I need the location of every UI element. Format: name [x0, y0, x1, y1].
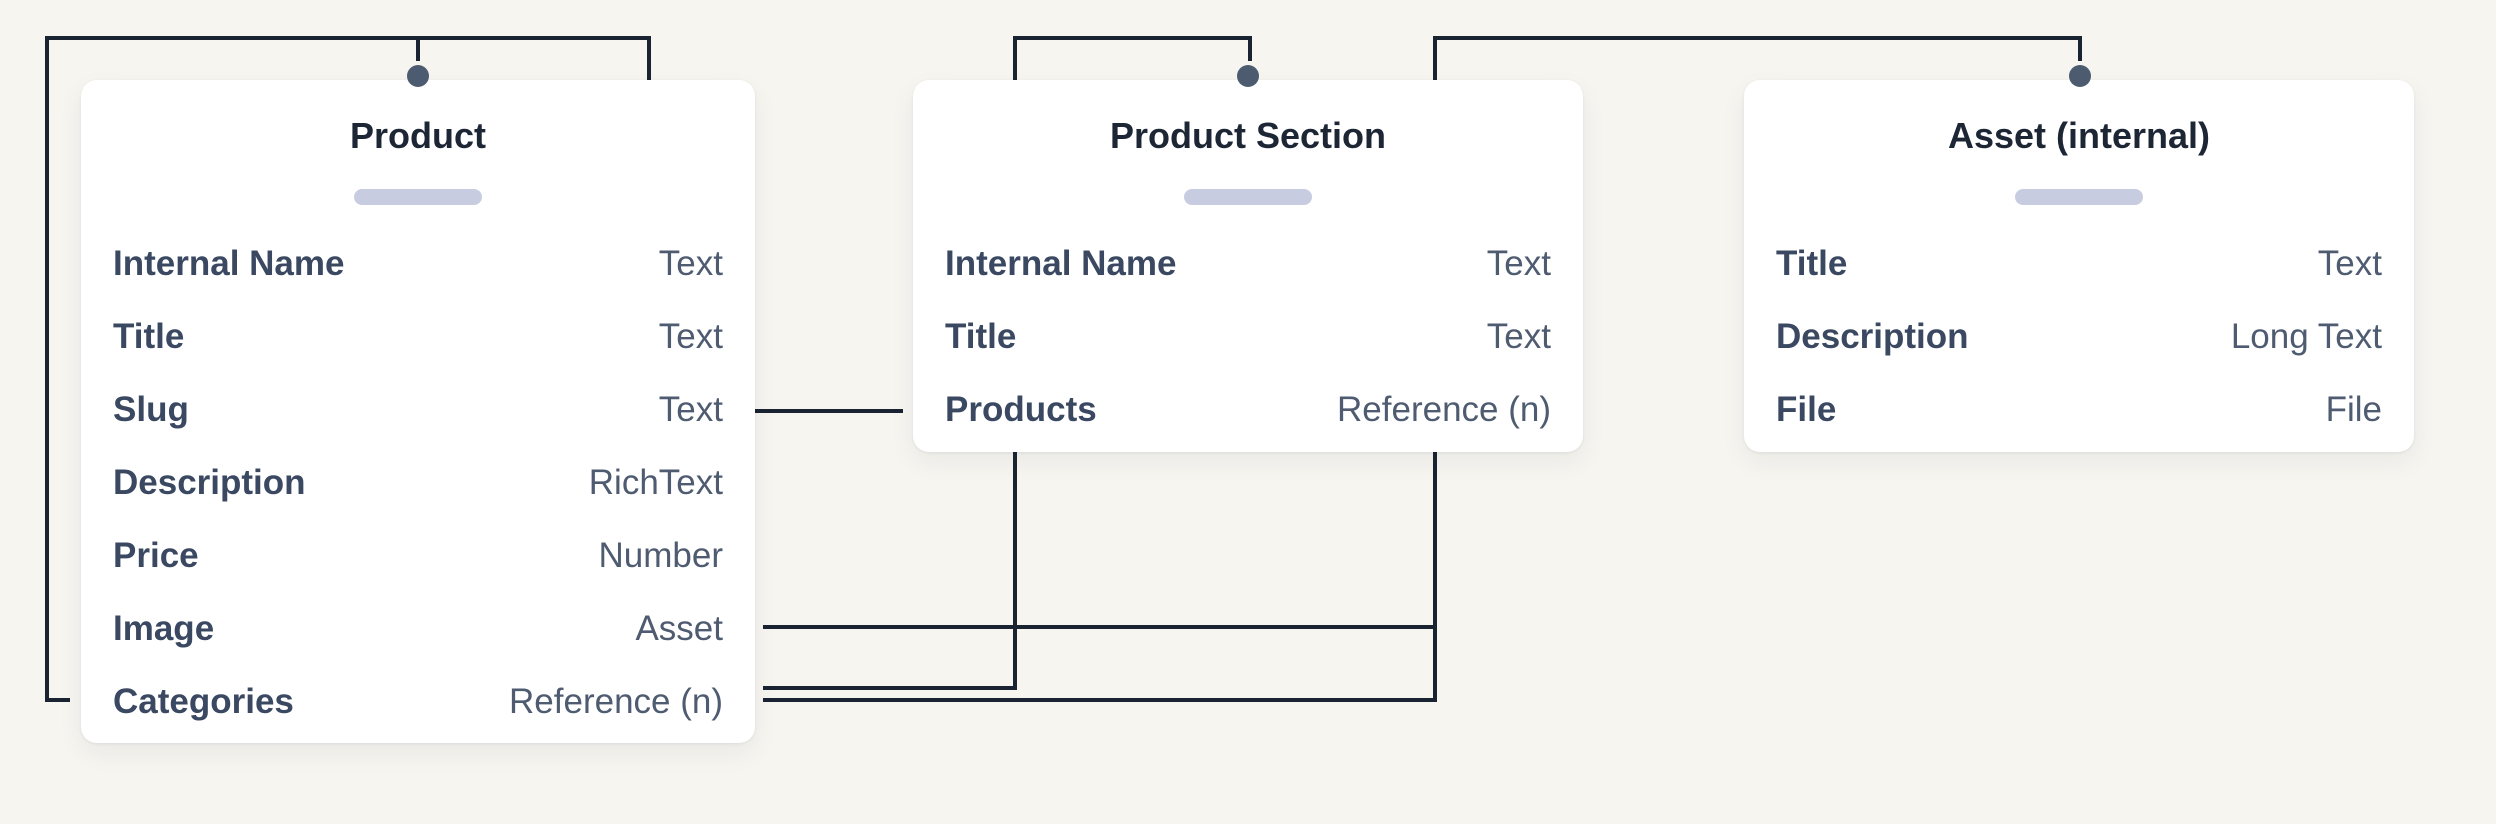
connector-top-corridor-branch-to-product: [416, 36, 651, 40]
field-row-product-5[interactable]: Image Asset: [113, 592, 723, 665]
field-label: File: [1776, 389, 1837, 429]
field-label: Description: [113, 462, 306, 502]
connector-categories-self-loop-to-top-port: [45, 698, 70, 702]
field-row-product-section-1[interactable]: Title Text: [945, 300, 1551, 373]
field-type: Text: [2317, 243, 2382, 283]
field-row-asset-1[interactable]: Description Long Text: [1776, 300, 2382, 373]
card-title: Asset (internal): [1947, 115, 2211, 156]
card-divider-pill: [1184, 189, 1312, 205]
field-type: Text: [1486, 316, 1551, 356]
field-label: Internal Name: [113, 243, 345, 283]
model-card-product[interactable]: Product Internal Name Text Title Text Sl…: [81, 80, 755, 743]
field-type: Text: [658, 316, 723, 356]
field-label: Internal Name: [945, 243, 1177, 283]
connector-categories-self-loop-to-top-port: [45, 36, 420, 40]
model-card-asset[interactable]: Asset (internal) Title Text Description …: [1744, 80, 2414, 452]
field-type: Long Text: [2230, 316, 2382, 356]
field-type: Reference (n): [509, 681, 723, 721]
field-type: Text: [658, 243, 723, 283]
card-title: Product Section: [1109, 115, 1387, 156]
connector-image-to-asset-port: [2078, 36, 2082, 61]
field-type: File: [2325, 389, 2382, 429]
connector-categories-right-corridor: [763, 698, 1437, 702]
field-label: Title: [113, 316, 185, 356]
connector-top-corridor-branch-to-product: [647, 36, 651, 86]
field-row-asset-0[interactable]: Title Text: [1776, 227, 2382, 300]
port-dot-asset[interactable]: [2069, 65, 2091, 87]
connector-image-to-asset-port: [763, 625, 1437, 629]
field-type: Number: [598, 535, 723, 575]
connector-corridor-to-product-section-port: [1248, 36, 1252, 61]
field-row-product-section-0[interactable]: Internal Name Text: [945, 227, 1551, 300]
model-card-product-section[interactable]: Product Section Internal Name Text Title…: [913, 80, 1583, 452]
connector-corridor-to-product-section-port: [763, 686, 1017, 690]
field-row-asset-2[interactable]: File File: [1776, 373, 2382, 446]
field-label: Price: [113, 535, 199, 575]
connector-products-to-product-side: [751, 409, 903, 413]
field-row-product-2[interactable]: Slug Text: [113, 373, 723, 446]
port-dot-product-section[interactable]: [1237, 65, 1259, 87]
port-dot-product[interactable]: [407, 65, 429, 87]
field-row-product-0[interactable]: Internal Name Text: [113, 227, 723, 300]
field-label: Title: [945, 316, 1017, 356]
field-label: Image: [113, 608, 215, 648]
field-label: Products: [945, 389, 1097, 429]
field-row-product-1[interactable]: Title Text: [113, 300, 723, 373]
card-divider-pill: [354, 189, 482, 205]
connector-categories-self-loop-to-top-port: [45, 36, 49, 702]
connector-categories-self-loop-to-top-port: [416, 36, 420, 61]
field-row-product-section-2[interactable]: Products Reference (n): [945, 373, 1551, 446]
card-divider-pill: [2015, 189, 2143, 205]
card-title: Product: [349, 115, 486, 156]
field-row-product-4[interactable]: Price Number: [113, 519, 723, 592]
field-row-product-6[interactable]: Categories Reference (n): [113, 665, 723, 738]
connector-categories-right-corridor: [1433, 623, 1437, 702]
field-type: Text: [1486, 243, 1551, 283]
field-list: Internal Name Text Title Text Slug Text …: [113, 227, 723, 738]
connector-image-to-asset-port: [1433, 36, 2082, 40]
field-type: Reference (n): [1337, 389, 1551, 429]
field-row-product-3[interactable]: Description RichText: [113, 446, 723, 519]
field-type: RichText: [588, 462, 723, 502]
field-list: Title Text Description Long Text File Fi…: [1776, 227, 2382, 446]
field-label: Slug: [113, 389, 189, 429]
field-label: Categories: [113, 681, 294, 721]
field-type: Text: [658, 389, 723, 429]
connector-corridor-to-product-section-port: [1013, 36, 1252, 40]
field-label: Description: [1776, 316, 1969, 356]
field-type: Asset: [635, 608, 723, 648]
field-label: Title: [1776, 243, 1848, 283]
field-list: Internal Name Text Title Text Products R…: [945, 227, 1551, 446]
